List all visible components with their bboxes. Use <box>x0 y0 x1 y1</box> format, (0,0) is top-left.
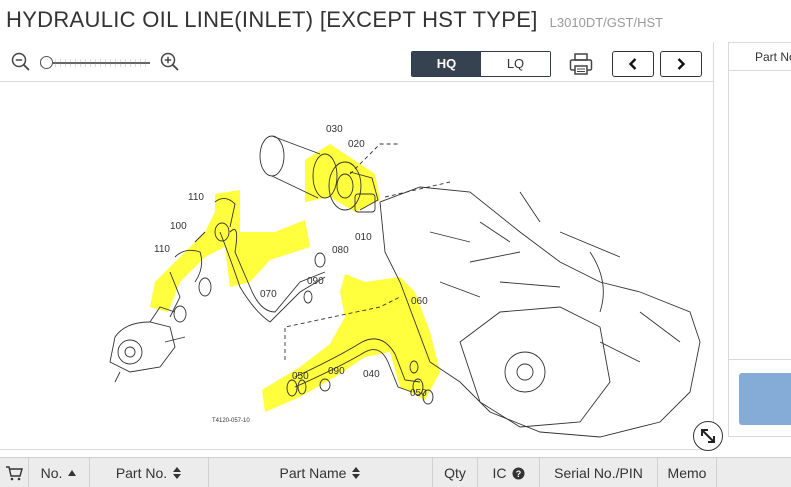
column-header-label: IC <box>492 465 507 481</box>
sort-icon <box>173 467 182 479</box>
parts-table-header: No. Part No. Part Name Qty IC ? Serial N… <box>0 457 791 487</box>
line-art <box>109 135 701 438</box>
ref-label: 020 <box>348 139 365 150</box>
ref-label: 050 <box>292 371 309 382</box>
reference-labels: 030 020 110 100 110 080 010 090 070 060 … <box>154 124 428 424</box>
zoom-in-icon[interactable] <box>160 52 180 72</box>
column-header-no[interactable]: No. <box>29 458 90 487</box>
ref-label: 010 <box>355 232 372 243</box>
side-panel-action-button[interactable] <box>739 373 791 425</box>
expand-arrows-icon <box>701 429 715 443</box>
chevron-right-icon <box>677 58 686 70</box>
column-header-label: No. <box>40 465 63 481</box>
sort-icon <box>352 467 361 479</box>
page-title: HYDRAULIC OIL LINE(INLET) [EXCEPT HST TY… <box>6 7 538 32</box>
side-panel-divider <box>729 359 791 360</box>
drawing-code: T4120-057-10 <box>212 418 250 424</box>
column-header-serial[interactable]: Serial No./PIN <box>540 458 658 487</box>
ref-label: 090 <box>307 276 324 287</box>
highlight-regions <box>150 144 440 412</box>
ref-label: 040 <box>363 369 380 380</box>
zoom-out-icon[interactable] <box>11 52 31 72</box>
chevron-left-icon <box>628 58 637 70</box>
column-header-label: Part No. <box>115 465 168 481</box>
column-header-ic[interactable]: IC ? <box>478 458 540 487</box>
cart-column-header[interactable] <box>0 458 29 487</box>
ref-label: 050 <box>410 388 427 399</box>
sort-asc-icon <box>68 470 77 476</box>
viewer-toolbar: HQ LQ <box>0 42 713 82</box>
model-label: L3010DT/GST/HST <box>549 15 664 30</box>
ref-label: 110 <box>188 192 204 203</box>
column-header-part-name[interactable]: Part Name <box>209 458 433 487</box>
quality-toggle: HQ LQ <box>411 51 551 77</box>
parts-diagram[interactable]: 030 020 110 100 110 080 010 090 070 060 … <box>0 82 713 450</box>
lq-button[interactable]: LQ <box>481 52 550 76</box>
column-header-label: Part Name <box>279 465 347 481</box>
cart-icon <box>6 466 23 481</box>
ref-label: 030 <box>326 124 343 135</box>
column-header-empty <box>717 458 791 487</box>
printer-icon[interactable] <box>568 51 594 77</box>
column-header-label: Serial No./PIN <box>554 465 643 481</box>
hq-button[interactable]: HQ <box>412 52 481 76</box>
part-detail-panel: Part No <box>728 42 791 437</box>
ref-label: 090 <box>328 366 345 377</box>
next-page-button[interactable] <box>660 51 702 77</box>
diagram-viewer: HQ LQ <box>0 42 714 450</box>
ref-label: 080 <box>332 245 349 256</box>
page-header: HYDRAULIC OIL LINE(INLET) [EXCEPT HST TY… <box>0 0 791 42</box>
zoom-slider-track[interactable] <box>40 59 150 67</box>
help-icon[interactable]: ? <box>512 467 525 480</box>
column-header-memo[interactable]: Memo <box>658 458 717 487</box>
ref-label: 070 <box>260 289 277 300</box>
ref-label: 100 <box>170 221 187 232</box>
column-header-part-no[interactable]: Part No. <box>90 458 209 487</box>
zoom-slider-thumb[interactable] <box>40 56 53 69</box>
column-header-label: Qty <box>444 465 466 481</box>
column-header-label: Memo <box>667 465 707 481</box>
previous-page-button[interactable] <box>612 51 654 77</box>
column-header-qty[interactable]: Qty <box>433 458 478 487</box>
ref-label: 110 <box>154 244 170 255</box>
ref-label: 060 <box>411 296 428 307</box>
fullscreen-button[interactable] <box>693 421 723 451</box>
svg-text:?: ? <box>515 469 521 479</box>
side-panel-header: Part No <box>729 43 791 71</box>
